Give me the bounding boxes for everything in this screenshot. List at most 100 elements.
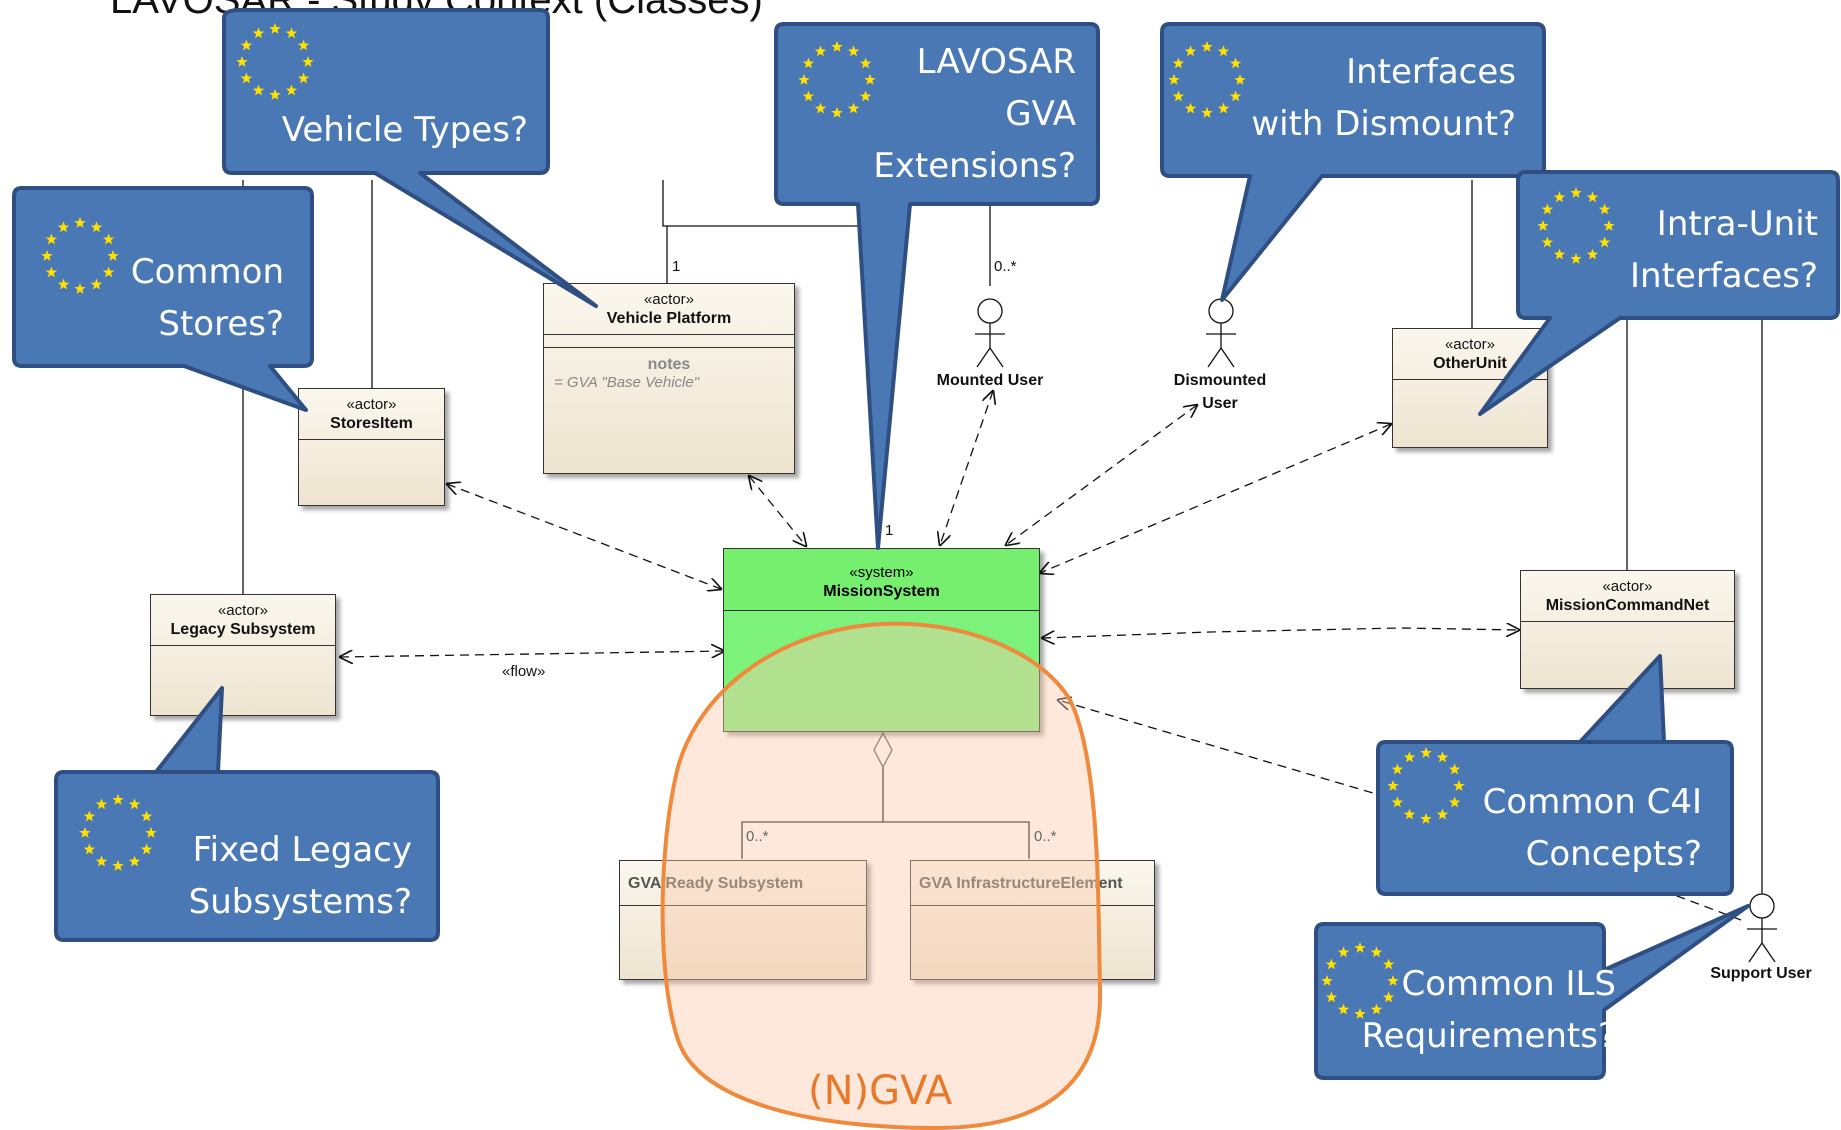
other-unit-class: «actor» OtherUnit [1392,328,1548,448]
mission-system-name: MissionSystem [823,583,940,600]
star-icon [814,102,827,114]
star-icon [128,855,141,867]
star-icon [79,827,91,838]
star-icon [802,90,815,102]
star-icon [847,102,860,114]
star-icon [145,827,157,838]
star-icon [1448,763,1461,775]
stores-item-stereotype: «actor» [346,396,397,413]
mission-command-net-stereotype: «actor» [1602,578,1653,595]
dismount-star-ring-icon [1168,41,1246,118]
vehicle-platform-name: Vehicle Platform [606,310,732,327]
infra-multiplicity: 0..* [1034,828,1057,845]
star-icon [140,810,153,822]
star-icon [1420,747,1432,758]
mission-system-stereotype: «system» [849,564,914,581]
star-icon [95,855,108,867]
fixed-legacy-callout [54,686,440,942]
star-icon [74,217,86,228]
common-ils-callout [1314,904,1750,1080]
star-icon [269,89,281,100]
other-unit-name: OtherUnit [1433,355,1507,372]
star-icon [1382,991,1395,1003]
star-icon [112,794,124,805]
star-icon [1217,45,1230,57]
common-ils-line-1: Common ILS [1401,964,1617,1004]
common-c4i-text: Common C4I Concepts? [1460,776,1702,880]
support-user-label: Support User [1710,965,1812,982]
intra-unit-line-2: Interfaces? [1630,256,1818,296]
star-icon [140,843,153,855]
intra-unit-callout [1478,170,1840,416]
star-icon [1403,751,1416,763]
star-icon [1382,958,1395,970]
star-icon [1234,74,1246,85]
star-icon [102,233,115,245]
dismounted-user-label-2: User [1202,395,1238,412]
star-icon [1325,958,1338,970]
lavosar-gva-line-2: GVA [1005,94,1076,134]
star-icon [1370,946,1383,958]
star-icon [90,278,103,290]
star-icon [1553,248,1566,260]
vehicle-types-callout [222,8,598,308]
star-icon [1586,248,1599,260]
intra-unit-star-ring-icon [1537,187,1615,264]
dismounted-user-figure [1206,298,1236,368]
star-icon [112,860,124,871]
fixed-legacy-star-ring-icon [79,794,157,871]
legacy-subsystem-stereotype: «actor» [217,602,269,619]
other-unit-stereotype: «actor» [1444,336,1496,353]
star-icon [1337,1003,1350,1015]
star-icon [831,41,843,52]
star-icon [95,798,108,810]
star-icon [1541,236,1554,248]
star-icon [1354,1008,1366,1019]
legacy-subsystem-name: Legacy Subsystem [170,621,316,638]
platform-multiplicity: 1 [672,258,681,275]
star-icon [802,57,815,69]
stores-item-class: «actor» StoresItem [298,388,445,506]
star-icon [1453,780,1465,791]
star-icon [1229,90,1242,102]
star-icon [302,56,314,67]
star-icon [1201,41,1213,52]
common-stores-star-ring-icon [41,217,119,294]
star-icon [102,266,115,278]
star-icon [1172,90,1185,102]
star-icon [236,56,248,67]
star-icon [45,233,58,245]
common-ils-line-2: Requirements? [1361,1016,1616,1056]
eu-star-rings [41,23,1615,1019]
intra-unit-line-1: Intra-Unit [1656,204,1818,244]
star-icon [1586,191,1599,203]
vehicle-platform-notes-header: notes [647,356,691,373]
common-c4i-line-1: Common C4I [1482,782,1702,822]
mission-command-net-name: MissionCommandNet [1545,597,1710,614]
star-icon [74,283,86,294]
star-icon [859,90,872,102]
star-icon [285,84,298,96]
stores-item-name: StoresItem [330,415,413,432]
star-icon [1403,808,1416,820]
star-icon [285,27,298,39]
common-c4i-line-2: Concepts? [1525,834,1702,874]
common-stores-line-1: Common [130,252,284,292]
star-icon [1184,45,1197,57]
flow-label: «flow» [502,663,546,680]
ngva-label: (N)GVA [808,1068,953,1114]
star-icon [83,810,96,822]
star-icon [107,250,119,261]
star-icon [240,39,253,51]
system-multiplicity: 1 [885,522,894,539]
star-icon [1570,187,1582,198]
mission-command-net-class: «actor» MissionCommandNet [1520,570,1735,689]
star-icon [1229,57,1242,69]
legacy-subsystem-class: «actor» Legacy Subsystem [150,594,336,716]
support-user-figure [1747,893,1777,963]
star-icon [1391,796,1404,808]
common-stores-line-2: Stores? [158,304,284,344]
vehicle-types-line-1: Vehicle Types? [281,110,528,150]
